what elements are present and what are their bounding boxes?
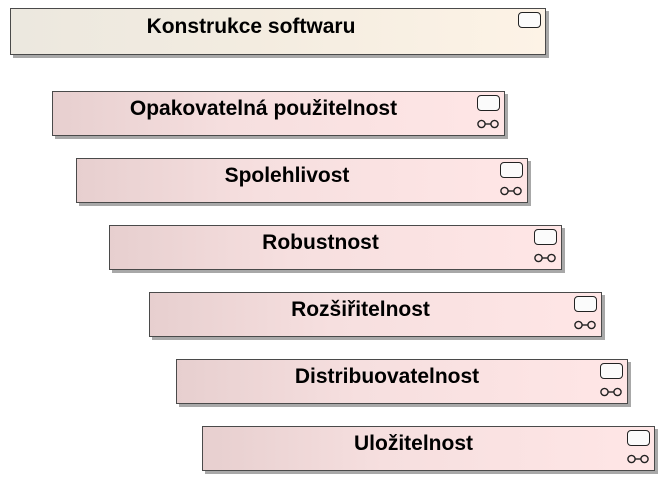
requirement-spolehlivost[interactable]: Spolehlivost (76, 158, 528, 203)
requirement-rozsiritelnost[interactable]: Rozšiřitelnost (149, 292, 602, 337)
requirement-label: Uložitelnost (354, 432, 473, 455)
requirement-konstrukce-softwaru[interactable]: Konstrukce softwaru (10, 8, 546, 55)
requirement-robustnost[interactable]: Robustnost (109, 225, 562, 270)
requirement-icon (600, 363, 623, 379)
link-icon (600, 387, 622, 397)
requirement-icon (574, 296, 597, 312)
requirement-label: Konstrukce softwaru (146, 15, 356, 38)
requirement-label: Robustnost (262, 231, 379, 254)
requirement-ulozitelnost[interactable]: Uložitelnost (202, 426, 655, 471)
requirement-label: Spolehlivost (224, 164, 350, 187)
requirement-distribuovatelnost[interactable]: Distribuovatelnost (176, 359, 628, 404)
requirement-icon (477, 95, 500, 111)
link-icon (534, 253, 556, 263)
requirement-opakovatelna-pouzitelnost[interactable]: Opakovatelná použitelnost (52, 91, 505, 136)
link-icon (627, 454, 649, 464)
requirement-icon (534, 229, 557, 245)
requirement-label: Rozšiřitelnost (291, 298, 430, 321)
requirement-label: Opakovatelná použitelnost (129, 97, 398, 120)
requirement-icon (500, 162, 523, 178)
link-icon (574, 320, 596, 330)
requirement-icon (627, 430, 650, 446)
link-icon (500, 186, 522, 196)
requirement-icon (518, 12, 541, 28)
link-icon (477, 119, 499, 129)
requirement-label: Distribuovatelnost (294, 365, 480, 388)
